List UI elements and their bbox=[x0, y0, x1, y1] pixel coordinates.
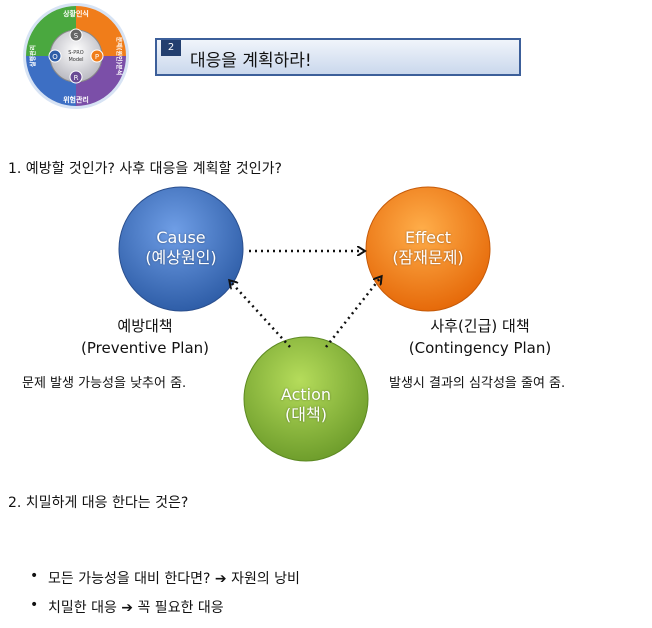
preventive-subtitle: (Preventive Plan) bbox=[81, 339, 209, 357]
action-to-cause-arrow bbox=[230, 281, 291, 348]
bullet-list: 모든 가능성을 대비 한다면? ➔ 자원의 낭비 치밀한 대응 ➔ 꼭 필요한 … bbox=[20, 568, 300, 626]
action-label-line1: Action bbox=[280, 385, 332, 404]
logo-center-line1: S-PRO bbox=[68, 50, 83, 56]
preventive-description: 문제 발생 가능성을 낮추어 줌. bbox=[22, 376, 187, 391]
logo-center-line2: Model bbox=[68, 57, 83, 63]
section-banner bbox=[155, 38, 521, 76]
section-number: 2 bbox=[167, 42, 175, 53]
cause-node bbox=[118, 186, 244, 312]
question-1: 1. 예방할 것인가? 사후 대응을 계획할 것인가? bbox=[8, 161, 282, 177]
bullet-item: 치밀한 대응 ➔ 꼭 필요한 대응 bbox=[30, 597, 300, 617]
logo-letter-s: S bbox=[74, 32, 79, 40]
logo-label-left: 실행관리 bbox=[29, 45, 37, 67]
contingency-subtitle: (Contingency Plan) bbox=[408, 339, 552, 357]
cause-label-line1: Cause bbox=[156, 228, 206, 247]
section-number-box bbox=[161, 40, 181, 56]
action-label: Action (대책) bbox=[226, 385, 386, 425]
logo-letter-o: O bbox=[52, 53, 58, 61]
bullet-item: 모든 가능성을 대비 한다면? ➔ 자원의 낭비 bbox=[30, 568, 300, 588]
logo-label-right: 문제(원인)분석 bbox=[115, 37, 123, 76]
action-node bbox=[243, 336, 369, 462]
cause-label-line2: (예상원인) bbox=[145, 248, 217, 267]
diagram-graphics bbox=[118, 186, 491, 462]
s-pro-model-logo: S P R O S-PRO Model 상황인식 문제(원인)분석 위험관리 실… bbox=[23, 3, 129, 109]
contingency-plan-heading: 사후(긴급) 대책 (Contingency Plan) bbox=[390, 315, 570, 359]
effect-label: Effect (잠재문제) bbox=[348, 228, 508, 268]
preventive-plan-heading: 예방대책 (Preventive Plan) bbox=[60, 315, 230, 359]
effect-label-line2: (잠재문제) bbox=[392, 248, 464, 267]
cause-label: Cause (예상원인) bbox=[101, 228, 261, 268]
logo-label-bottom: 위험관리 bbox=[63, 95, 89, 104]
section-title: 대응을 계획하라! bbox=[190, 51, 312, 71]
question-2: 2. 치밀하게 대응 한다는 것은? bbox=[8, 495, 189, 511]
contingency-description: 발생시 결과의 심각성을 줄여 줌. bbox=[389, 376, 566, 391]
logo-label-top: 상황인식 bbox=[63, 9, 89, 18]
action-to-effect-arrow bbox=[325, 277, 381, 348]
cause-effect-action-diagram: Cause (예상원인) Effect (잠재문제) Action (대책) 예… bbox=[0, 180, 652, 480]
logo-letter-r: R bbox=[74, 74, 79, 82]
contingency-title: 사후(긴급) 대책 bbox=[430, 317, 530, 335]
logo-letter-p: P bbox=[95, 53, 99, 61]
action-label-line2: (대책) bbox=[285, 405, 327, 424]
effect-label-line1: Effect bbox=[404, 228, 452, 247]
preventive-title: 예방대책 bbox=[117, 317, 173, 335]
